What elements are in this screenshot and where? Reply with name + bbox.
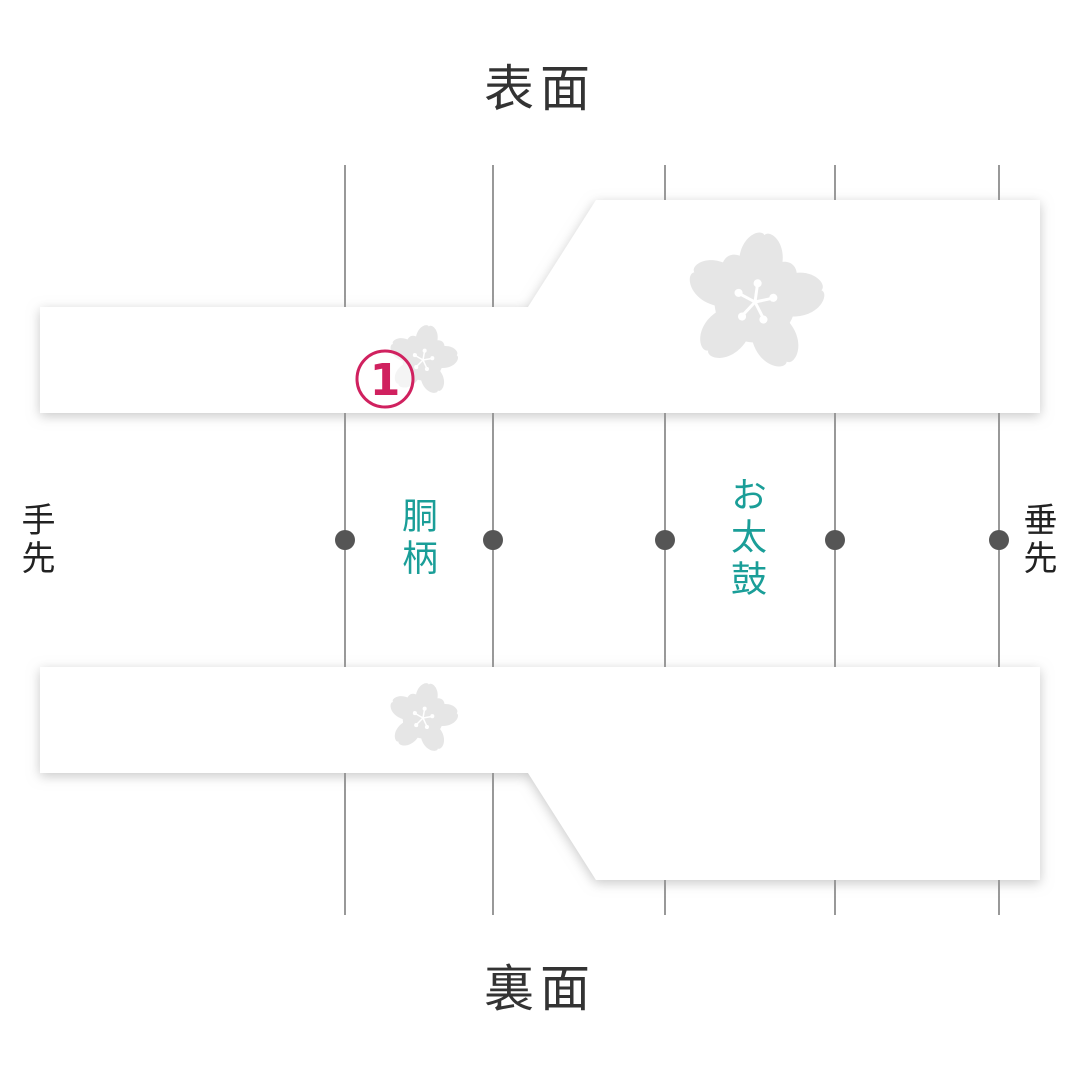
section-label-otaiko: お太鼓 [725,476,766,602]
dot-icon [483,530,503,550]
section-label-dou: 胴柄 [396,497,437,581]
dot-icon [335,530,355,550]
marker-number-1: 1 [355,349,415,409]
back-side-title: 裏面 [484,960,596,1018]
divider-dots [335,530,1009,550]
right-end-label: 垂先 [1017,502,1057,578]
dot-icon [989,530,1009,550]
back-obi-panel [40,667,1040,880]
dot-icon [825,530,845,550]
left-end-label: 手先 [15,502,55,578]
dot-icon [655,530,675,550]
marker-number-text: 1 [370,355,401,406]
front-side-title: 表面 [484,60,596,118]
front-obi-panel [40,200,1040,413]
